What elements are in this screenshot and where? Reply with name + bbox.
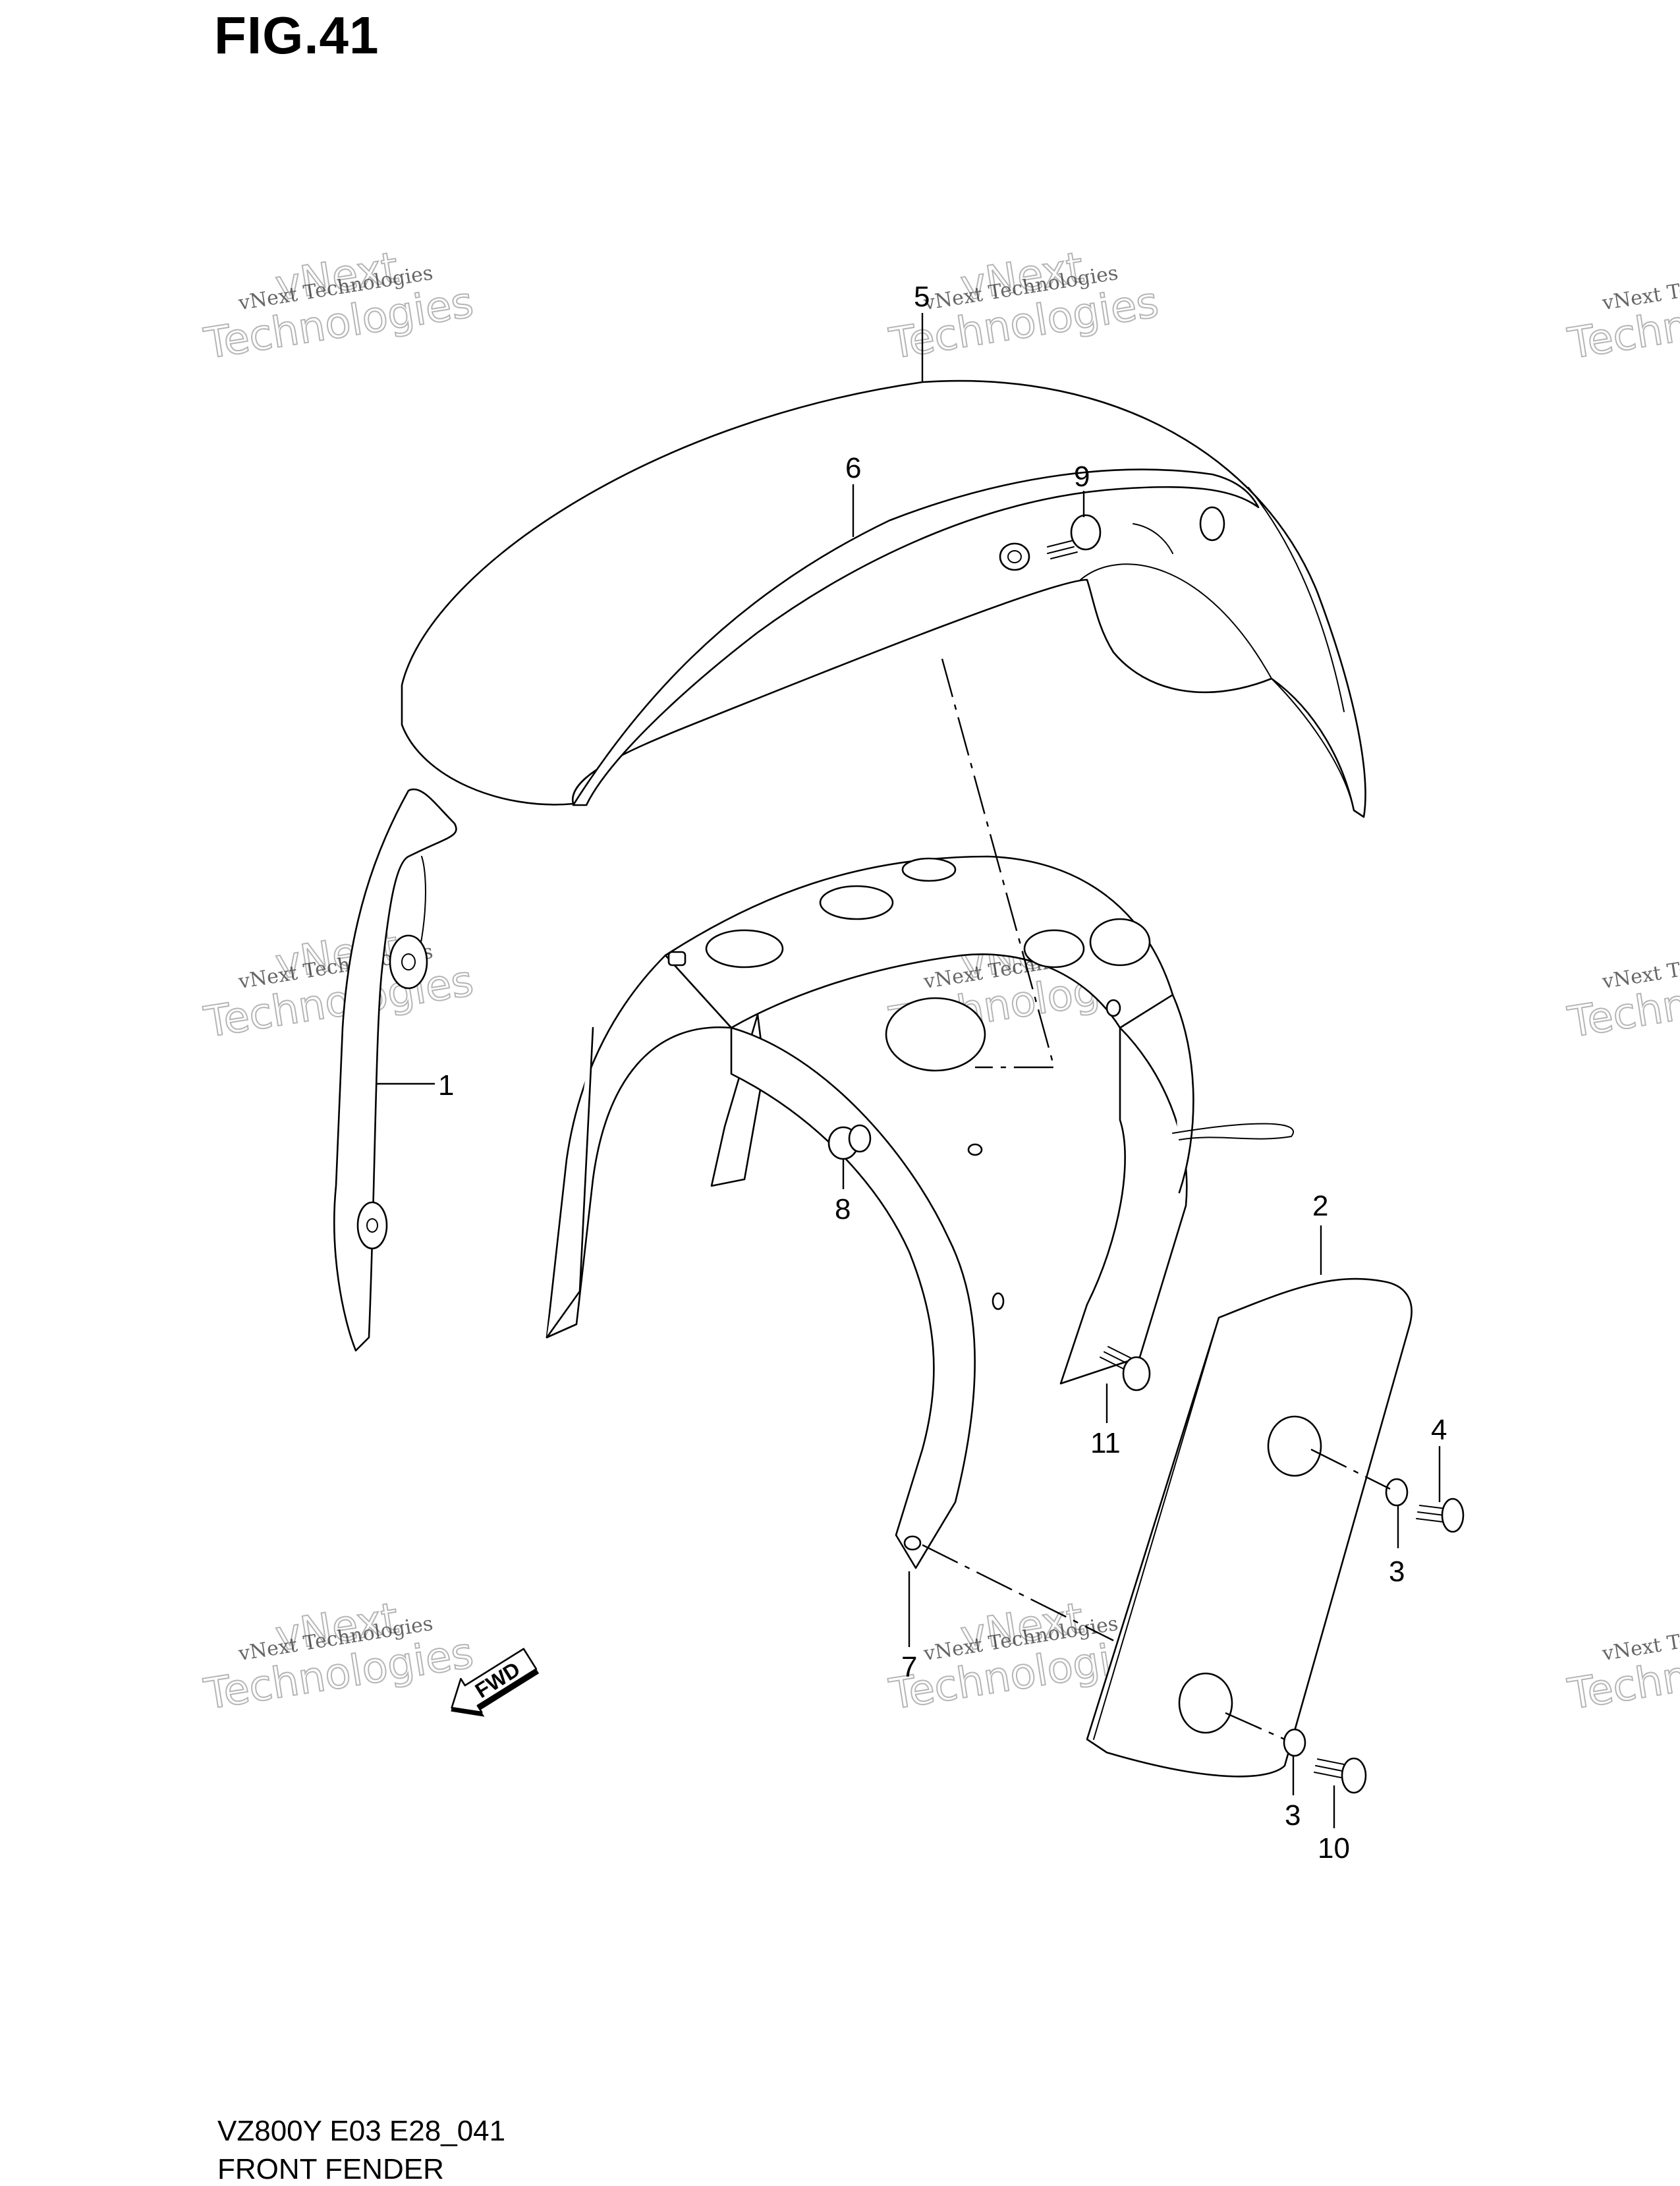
watermark-bottom-right: Technologies vNext Technologies: [1564, 1612, 1680, 1720]
callout-7[interactable]: 7: [901, 1651, 917, 1683]
assembly-line-upper-bolt: [1310, 1448, 1391, 1490]
cushion[interactable]: [827, 1124, 872, 1160]
washer-lower[interactable]: [1283, 1728, 1306, 1757]
figure-name: FRONT FENDER: [217, 2153, 444, 2185]
assembly-line-brace-cover: [922, 1544, 1114, 1642]
callout-2[interactable]: 2: [1312, 1190, 1328, 1222]
callout-6[interactable]: 6: [845, 452, 861, 484]
watermark-top-right: Technologies vNext Technologies: [1564, 262, 1680, 370]
callout-4[interactable]: 4: [1431, 1414, 1447, 1446]
watermark-middle-left: Technologies vNext vNext Technologies: [200, 921, 478, 1048]
callout-9[interactable]: 9: [1074, 461, 1090, 493]
assembly-line-fender-brace: [941, 658, 1055, 1069]
front-fender[interactable]: [401, 379, 1366, 818]
figure-code: VZ800Y E03 E28_041: [217, 2115, 506, 2147]
watermark-bottom-left: Technologies vNext vNext Technologies: [200, 1593, 478, 1720]
callout-11[interactable]: 11: [1090, 1427, 1121, 1459]
callout-8[interactable]: 8: [835, 1193, 851, 1225]
brace-bolt[interactable]: [1100, 1346, 1151, 1391]
watermark-top-left: Technologies vNext vNext Technologies: [200, 242, 478, 369]
figure-title: FIG.41: [214, 6, 379, 65]
assembly-line-lower-bolt: [1225, 1712, 1285, 1741]
callout-3-upper[interactable]: 3: [1389, 1555, 1405, 1588]
front-fender-brace-cover-right[interactable]: [1086, 1277, 1413, 1778]
callout-5[interactable]: 5: [914, 281, 930, 313]
watermark-middle-right: Technologies vNext Technologies: [1564, 940, 1680, 1048]
callout-10[interactable]: 10: [1318, 1832, 1350, 1864]
callout-3-lower[interactable]: 3: [1285, 1799, 1301, 1832]
fender-screw[interactable]: [999, 506, 1225, 571]
callout-1[interactable]: 1: [438, 1069, 454, 1102]
front-fender-brace-left[interactable]: [333, 788, 457, 1352]
bolt-lower[interactable]: [1314, 1757, 1367, 1794]
fender-stripe[interactable]: [572, 468, 1260, 806]
bolt-upper[interactable]: [1416, 1498, 1465, 1533]
washer-upper[interactable]: [1385, 1478, 1409, 1507]
